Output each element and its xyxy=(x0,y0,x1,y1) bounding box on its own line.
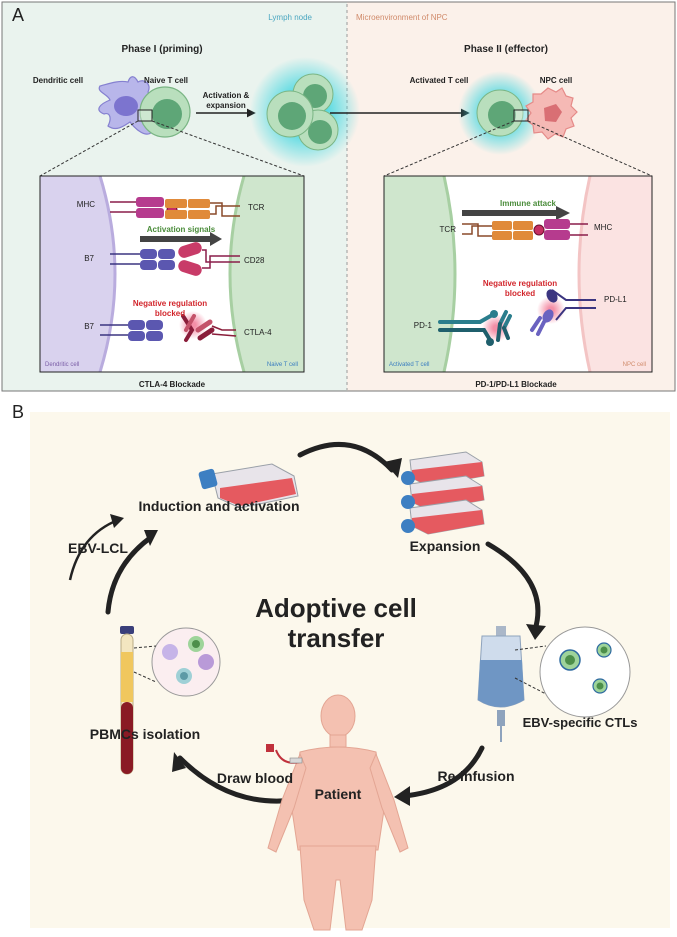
zoom-line xyxy=(133,671,157,683)
pd1-label: PD-1 xyxy=(414,321,433,330)
dendritic-cell-membrane-label: Dendritic cell xyxy=(45,362,79,368)
dendritic-cell-label: Dendritic cell xyxy=(33,76,83,85)
cd28-label: CD28 xyxy=(244,256,265,265)
ebv-ctls-label: EBV-specific CTLs xyxy=(523,715,638,730)
ctla4-label: CTLA-4 xyxy=(244,328,272,337)
pd1-zoom-box: Immune attack TCR MHC Negative regulatio… xyxy=(383,175,653,373)
panel-a-letter: A xyxy=(12,5,24,25)
reinfusion-label: Re-infusion xyxy=(438,768,515,784)
activation-signals-label: Activation signals xyxy=(147,225,216,234)
activation-label-line2: expansion xyxy=(206,101,246,110)
draw-blood-label: Draw blood xyxy=(217,770,293,786)
zoom-line xyxy=(151,120,305,177)
cycle-arrows xyxy=(68,441,546,806)
syringe-tube xyxy=(266,744,303,764)
region-label-npc: Microenvironment of NPC xyxy=(356,13,448,22)
pbmc-cells xyxy=(162,636,214,684)
panel-a-frame xyxy=(1,1,676,392)
negative-regulation-line2-left: blocked xyxy=(155,309,185,318)
negative-regulation-line1-left: Negative regulation xyxy=(133,299,207,308)
pbmcs-label: PBMCs isolation xyxy=(90,726,200,742)
activation-label-line1: Activation & xyxy=(203,91,250,100)
ctl-cells xyxy=(559,642,612,694)
negative-regulation-line2-right: blocked xyxy=(505,289,535,298)
naive-t-cell-membrane-label: Naive T cell xyxy=(267,362,298,368)
phase2-title: Phase II (effector) xyxy=(464,44,548,55)
iv-bag xyxy=(477,626,525,742)
mhc-label-right: MHC xyxy=(594,223,612,232)
mhc-label: MHC xyxy=(77,200,95,209)
culture-flask-single xyxy=(198,463,299,509)
zoom-box-left xyxy=(137,109,153,122)
region-label-lymph-node: Lymph node xyxy=(268,13,312,22)
ebv-lcl-label: EBV-LCL xyxy=(68,540,128,556)
zoom-line xyxy=(133,645,157,649)
pd1-blockade-caption: PD-1/PD-L1 Blockade xyxy=(475,380,557,389)
npc-cell-membrane-label: NPC cell xyxy=(623,362,646,368)
zoom-box-right xyxy=(513,109,529,122)
activated-t-cell-drawing xyxy=(458,71,542,155)
center-title-line1: Adoptive cell xyxy=(255,593,417,623)
tcr-label-right: TCR xyxy=(440,225,457,234)
culture-flask-stack xyxy=(401,451,485,535)
ctl-magnify-circle xyxy=(539,626,631,718)
blood-tube xyxy=(120,626,134,775)
patient-figure xyxy=(267,694,409,931)
tcr-label: TCR xyxy=(248,203,265,212)
b7-label-bottom: B7 xyxy=(84,322,94,331)
naive-t-cell-drawing xyxy=(139,86,191,138)
immune-attack-label: Immune attack xyxy=(500,199,557,208)
panel-b-letter: B xyxy=(12,402,24,422)
b7-label-top: B7 xyxy=(84,254,94,263)
panel-a: A Lymph node Microenvironment of NPC Pha… xyxy=(1,1,676,392)
expanded-t-cells xyxy=(250,57,360,167)
panel-b: B xyxy=(0,398,677,932)
zoom-line xyxy=(383,120,515,177)
ctla4-zoom-box: MHC TCR Activation signals B7 CD28 Negat… xyxy=(39,175,305,373)
activated-t-cell-label: Activated T cell xyxy=(410,76,469,85)
zoom-line xyxy=(527,120,653,177)
zoom-line xyxy=(514,645,547,651)
pdl1-label: PD-L1 xyxy=(604,295,627,304)
expansion-label: Expansion xyxy=(410,538,481,554)
ctla4-blockade-caption: CTLA-4 Blockade xyxy=(139,380,206,389)
center-title-line2: transfer xyxy=(288,623,385,653)
induction-label: Induction and activation xyxy=(138,498,299,514)
patient-label: Patient xyxy=(315,786,362,802)
zoom-line xyxy=(39,120,139,177)
dendritic-cell-drawing xyxy=(98,76,153,135)
zoom-line xyxy=(514,677,547,695)
negative-regulation-line1-right: Negative regulation xyxy=(483,279,557,288)
npc-cell-label: NPC cell xyxy=(540,76,572,85)
activated-t-cell-membrane-label: Activated T cell xyxy=(389,362,429,368)
naive-t-cell-label: Naive T cell xyxy=(144,76,188,85)
phase1-title: Phase I (priming) xyxy=(121,44,202,55)
